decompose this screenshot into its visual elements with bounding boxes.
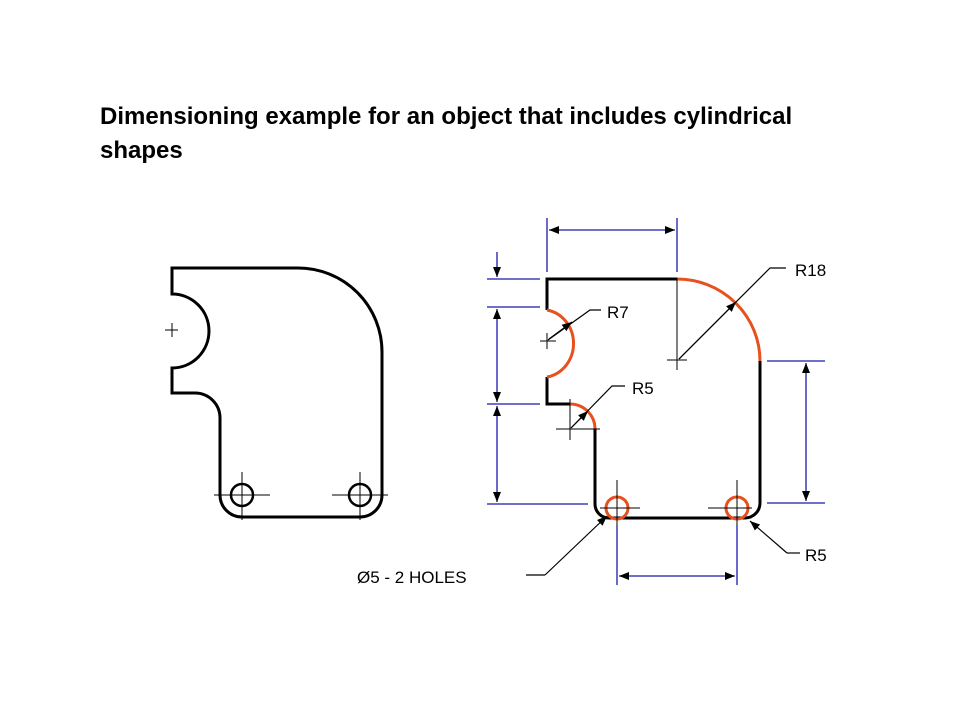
centerlines (540, 278, 752, 530)
page-title: Dimensioning example for an object that … (100, 103, 793, 164)
plain-centerlines (165, 323, 388, 520)
r5-corner-label: R5 (805, 546, 827, 565)
r18-label: R18 (795, 261, 826, 280)
holes-label: Ø5 - 2 HOLES (357, 568, 467, 587)
dimensioned-part-view: R18 R7 R5 R5 Ø5 - 2 HOLES (357, 218, 827, 587)
r5-fillet-label: R5 (632, 379, 654, 398)
leader-lines (526, 267, 800, 576)
plain-part-view (165, 266, 388, 520)
part-outline (545, 277, 762, 520)
r7-arc (546, 308, 576, 379)
r7-label: R7 (607, 303, 629, 322)
plain-part-outline (170, 266, 384, 519)
dimension-lines (487, 218, 825, 585)
